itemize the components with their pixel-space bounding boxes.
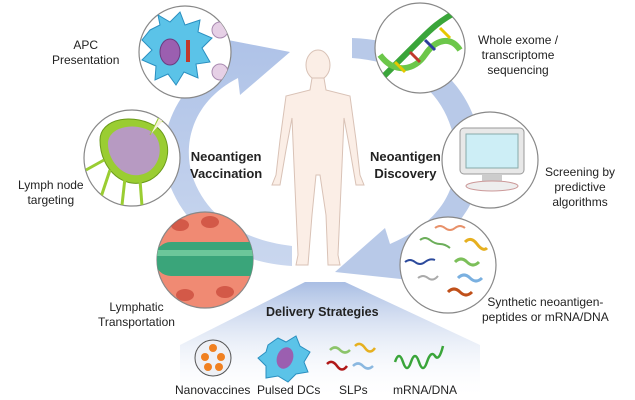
- delivery-strategies-title: Delivery Strategies: [266, 305, 379, 319]
- computer-inset: [441, 111, 539, 209]
- lymph-node-inset: [83, 109, 181, 207]
- label-line: peptides or mRNA/DNA: [482, 310, 609, 324]
- human-figure: [271, 49, 365, 266]
- label-line: Synthetic neoantigen-: [487, 295, 604, 309]
- nanovaccine-icon: [194, 339, 232, 377]
- label-apc-presentation: APC Presentation: [52, 38, 119, 68]
- delivery-item-nanovaccines: Nanovaccines: [175, 383, 251, 397]
- dna-inset: [374, 2, 466, 94]
- label-lymphatic-transportation: Lymphatic Transportation: [98, 300, 175, 330]
- label-line: Presentation: [52, 53, 120, 67]
- title-neoantigen-discovery: Neoantigen Discovery: [370, 148, 441, 182]
- slps-icon: [326, 342, 377, 371]
- title-line: Neoantigen: [370, 149, 441, 164]
- label-line: Transportation: [98, 315, 175, 329]
- title-line: Discovery: [374, 166, 437, 181]
- delivery-item-pulsed-dcs: Pulsed DCs: [257, 383, 321, 397]
- lymphatic-inset: [156, 211, 254, 309]
- label-synthetic: Synthetic neoantigen- peptides or mRNA/D…: [482, 295, 609, 325]
- label-line: predictive: [554, 180, 606, 194]
- synthetic-inset: [399, 216, 497, 314]
- label-line: Lymph node: [18, 178, 84, 192]
- label-screening: Screening by predictive algorithms: [545, 165, 615, 210]
- apc-inset: [138, 5, 232, 99]
- title-line: Neoantigen: [190, 149, 262, 164]
- label-line: targeting: [27, 193, 75, 207]
- label-lymph-node-targeting: Lymph node targeting: [18, 178, 84, 208]
- label-line: transcriptome: [481, 48, 555, 62]
- title-neoantigen-vaccination: Neoantigen Vaccination: [190, 148, 262, 182]
- label-line: Screening by: [545, 165, 616, 179]
- label-line: Lymphatic: [109, 300, 164, 314]
- label-line: Whole exome /: [478, 33, 559, 47]
- pulsed-dc-icon: [257, 335, 311, 383]
- label-line: APC: [73, 38, 99, 52]
- label-line: sequencing: [487, 63, 549, 77]
- title-line: Vaccination: [190, 166, 263, 181]
- mrna-dna-icon: [393, 345, 445, 370]
- label-sequencing: Whole exome / transcriptome sequencing: [478, 33, 558, 78]
- delivery-item-slps: SLPs: [339, 383, 368, 397]
- label-line: algorithms: [552, 195, 608, 209]
- delivery-item-mrna-dna: mRNA/DNA: [393, 383, 458, 397]
- delivery-fan: [180, 282, 480, 400]
